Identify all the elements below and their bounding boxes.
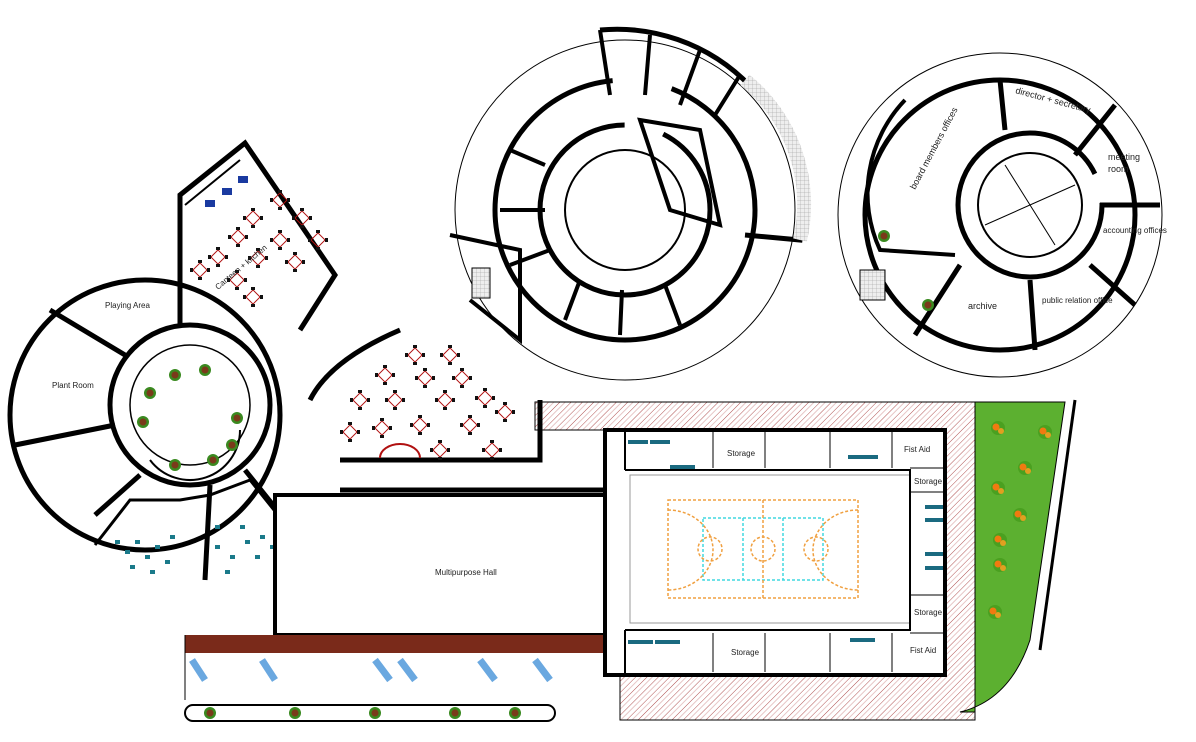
admin-building: director + secretary meeting room accoun… xyxy=(837,52,1167,378)
label-meeting-room-2: room xyxy=(1108,164,1129,174)
label-playing-area: Playing Area xyxy=(105,301,150,310)
label-storage-bottom: Storage xyxy=(731,648,760,657)
classroom-building xyxy=(449,26,811,381)
label-board-members: board members offices xyxy=(908,105,960,191)
label-public-relation: public relation office xyxy=(1042,296,1113,305)
recreation-building: Playing Area Plant Room xyxy=(7,277,292,581)
label-plant-room: Plant Room xyxy=(52,381,94,390)
label-canteen: Canteen + kitchen xyxy=(214,243,269,291)
label-first-aid-bottom: Fist Aid xyxy=(910,646,936,655)
label-storage-top: Storage xyxy=(727,449,756,458)
label-storage-right-1: Storage xyxy=(914,477,943,486)
label-storage-right-2: Storage xyxy=(914,608,943,617)
parking xyxy=(184,635,605,722)
multipurpose-hall: Multipurpose Hall xyxy=(273,487,607,637)
canteen: Canteen + kitchen xyxy=(177,139,338,332)
label-meeting-room-1: meeting xyxy=(1108,152,1140,162)
sports-hall: Storage Fist Aid Storage Storage Storage… xyxy=(603,428,947,677)
label-first-aid-top: Fist Aid xyxy=(904,445,930,454)
label-multipurpose-hall: Multipurpose Hall xyxy=(435,568,497,577)
label-accounting: accounting offices xyxy=(1103,226,1167,235)
basketball-court xyxy=(667,499,859,599)
landscape-strip xyxy=(959,399,1077,713)
label-archive: archive xyxy=(968,301,997,311)
dining-area xyxy=(307,327,543,463)
